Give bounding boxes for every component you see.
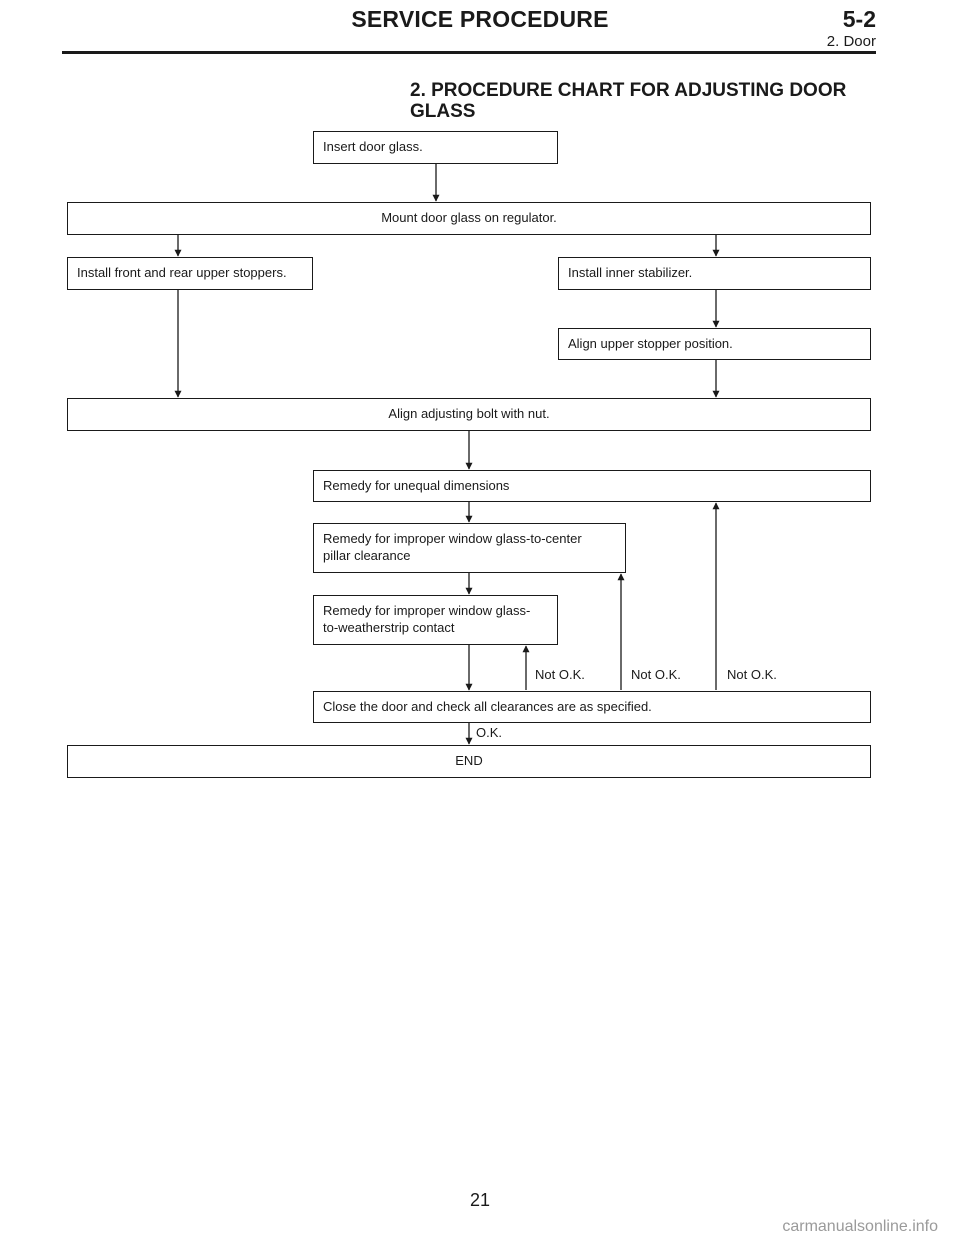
step-remedy-pillar: Remedy for improper window glass-to-cent… (313, 523, 626, 573)
step-remedy-dimensions: Remedy for unequal dimensions (313, 470, 871, 502)
header-rule (62, 51, 876, 54)
chart-title: 2. PROCEDURE CHART FOR ADJUSTING DOOR GL… (410, 80, 847, 122)
step-end: END (67, 745, 871, 778)
subsection-title: 2. Door (826, 33, 876, 50)
label-not-ok-dimensions: Not O.K. (727, 667, 777, 682)
label-ok: O.K. (476, 725, 503, 740)
step-align-stopper: Align upper stopper position. (558, 328, 871, 360)
step-check-clearances: Close the door and check all clearances … (313, 691, 871, 723)
page-number: 21 (469, 1190, 491, 1210)
step-mount-on-regulator: Mount door glass on regulator. (67, 202, 871, 235)
step-remedy-weatherstrip: Remedy for improper window glass-to-weat… (313, 595, 558, 645)
header-title: SERVICE PROCEDURE (351, 6, 609, 32)
step-align-bolt: Align adjusting bolt with nut. (67, 398, 871, 431)
section-number: 5-2 (842, 6, 876, 32)
label-not-ok-weatherstrip: Not O.K. (535, 667, 585, 682)
label-not-ok-pillar: Not O.K. (631, 667, 681, 682)
step-install-stabilizer: Install inner stabilizer. (558, 257, 871, 290)
watermark: carmanualsonline.info (782, 1218, 938, 1235)
step-install-stoppers: Install front and rear upper stoppers. (67, 257, 313, 290)
step-insert-door-glass: Insert door glass. (313, 131, 558, 164)
